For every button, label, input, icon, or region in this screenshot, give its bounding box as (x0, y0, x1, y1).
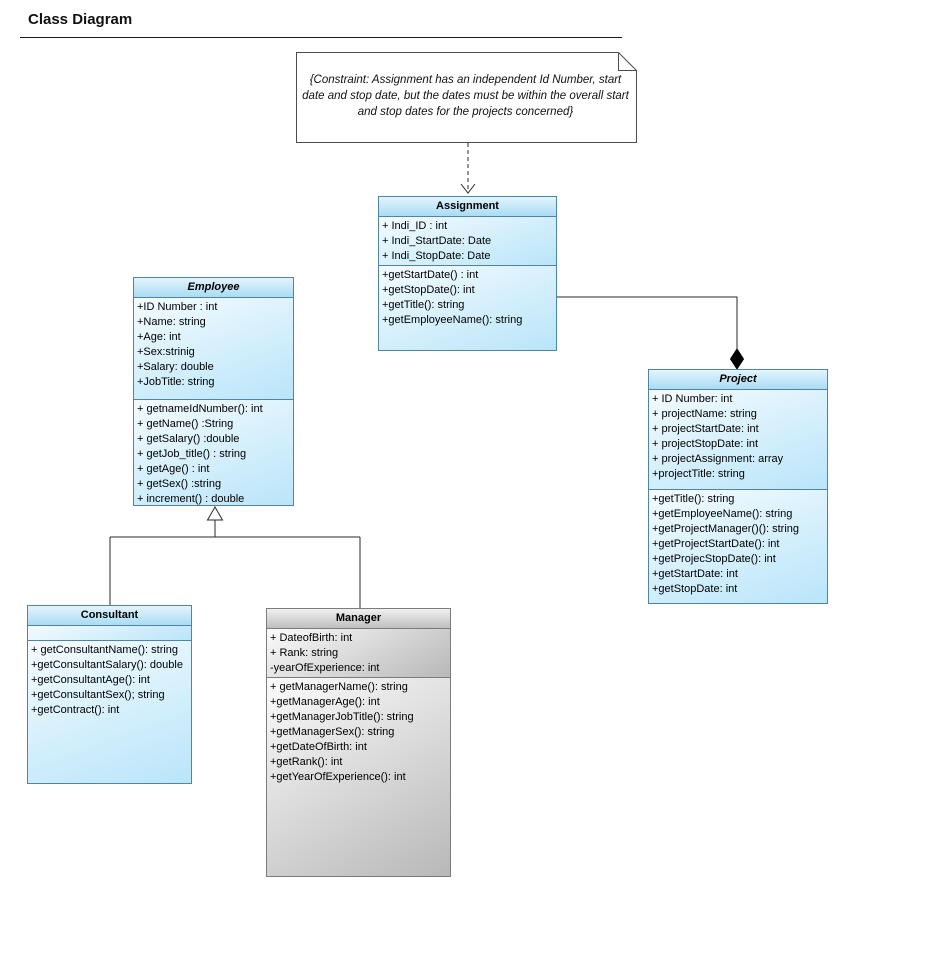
class-member: +getEmployeeName(): string (652, 508, 793, 520)
class-member: +getProjecStopDate(): int (652, 553, 776, 565)
class-member: +getConsultantAge(): int (31, 674, 150, 686)
class-manager-attributes: + DateofBirth: int + Rank: string -yearOfE… (267, 629, 450, 678)
class-member: + DateofBirth: int (270, 632, 353, 644)
class-member: +getStartDate: int (652, 568, 738, 580)
class-member: +getStopDate(): int (382, 284, 475, 296)
class-employee-attributes: +ID Number : int +Name: string +Age: int +S… (134, 298, 293, 400)
class-member: + ID Number: int (652, 393, 733, 405)
page-title: Class Diagram (28, 11, 133, 28)
class-member: + projectStopDate: int (652, 438, 759, 450)
class-member: +getConsultantSalary(): double (31, 659, 183, 671)
class-member: + Indi_StartDate: Date (382, 235, 492, 247)
class-project-title: Project (649, 370, 827, 390)
class-member: + projectStartDate: int (652, 423, 759, 435)
class-member: + getManagerName(): string (270, 681, 408, 693)
class-member: + getJob_title() : string (137, 448, 247, 460)
class-consultant-attributes (28, 626, 191, 641)
class-consultant-title: Consultant (28, 606, 191, 626)
class-member: + getConsultantName(): string (31, 644, 179, 656)
class-member: +getProjectManager()(): string (652, 523, 800, 535)
class-member: -yearOfExperience: int (270, 662, 380, 674)
class-employee-title: Employee (134, 278, 293, 298)
class-employee[interactable]: Employee +ID Number : int +Name: string +A… (133, 277, 294, 506)
class-manager[interactable]: Manager + DateofBirth: int + Rank: string… (266, 608, 451, 877)
class-member: +Sex:strinig (137, 346, 195, 358)
class-member: +getContract(): int (31, 704, 120, 716)
class-manager-title: Manager (267, 609, 450, 629)
class-member: +getManagerSex(): string (270, 726, 395, 738)
class-project-methods: +getTitle(): string +getEmployeeName(): s… (649, 490, 827, 603)
class-member: + getAge() : int (137, 463, 210, 475)
class-member: +Salary: double (137, 361, 214, 373)
class-member: + getSalary() :double (137, 433, 240, 445)
note-shape-icon (296, 52, 637, 143)
class-member: + projectName: string (652, 408, 757, 420)
class-project[interactable]: Project + ID Number: int + projectName: s… (648, 369, 828, 604)
class-member: + increment() : double (137, 493, 245, 505)
class-assignment-methods: +getStartDate() : int +getStopDate(): int… (379, 266, 556, 350)
class-member: +getConsultantSex(); string (31, 689, 165, 701)
class-member: +getStartDate() : int (382, 269, 479, 281)
constraint-note-text: {Constraint: Assignment has an independe… (302, 74, 629, 118)
note-anchor-connector (460, 143, 476, 194)
class-member: +getProjectStartDate(): int (652, 538, 780, 550)
class-member: + Rank: string (270, 647, 339, 659)
class-manager-methods: + getManagerName(): string +getManagerAge… (267, 678, 450, 876)
class-member: +getStopDate: int (652, 583, 738, 595)
constraint-note[interactable]: {Constraint: Assignment has an independe… (296, 52, 637, 143)
class-member: +getManagerJobTitle(): string (270, 711, 414, 723)
class-member: +getTitle(): string (652, 493, 735, 505)
class-member: + getName() :String (137, 418, 234, 430)
composition-connector (557, 296, 745, 370)
class-member: +getTitle(): string (382, 299, 465, 311)
class-member: +Name: string (137, 316, 206, 328)
class-employee-methods: + getnameIdNumber(): int + getName() :Str… (134, 400, 293, 505)
class-member: +getManagerAge(): int (270, 696, 380, 708)
generalization-triangle-icon (206, 505, 224, 521)
class-member: + getnameIdNumber(): int (137, 403, 263, 415)
class-member: +getDateOfBirth: int (270, 741, 367, 753)
title-underline (20, 37, 622, 38)
composition-diamond-icon (729, 348, 745, 370)
class-member: + Indi_StopDate: Date (382, 250, 491, 262)
class-member: +Age: int (137, 331, 181, 343)
class-assignment-attributes: + Indi_ID : int + Indi_StartDate: Date + I… (379, 217, 556, 266)
class-member: + projectAssignment: array (652, 453, 784, 465)
class-assignment-title: Assignment (379, 197, 556, 217)
class-member: + getSex() :string (137, 478, 222, 490)
class-member: +getYearOfExperience(): int (270, 771, 406, 783)
class-project-attributes: + ID Number: int + projectName: string + p… (649, 390, 827, 490)
class-consultant-methods: + getConsultantName(): string +getConsult… (28, 641, 191, 783)
class-member: + Indi_ID : int (382, 220, 448, 232)
class-member: +ID Number : int (137, 301, 218, 313)
class-consultant[interactable]: Consultant + getConsultantName(): string… (27, 605, 192, 784)
class-member: +projectTitle: string (652, 468, 745, 480)
class-assignment[interactable]: Assignment + Indi_ID : int + Indi_StartDa… (378, 196, 557, 351)
class-member: +JobTitle: string (137, 376, 215, 388)
generalization-connector (109, 505, 361, 608)
class-member: +getEmployeeName(): string (382, 314, 523, 326)
class-member: +getRank(): int (270, 756, 343, 768)
